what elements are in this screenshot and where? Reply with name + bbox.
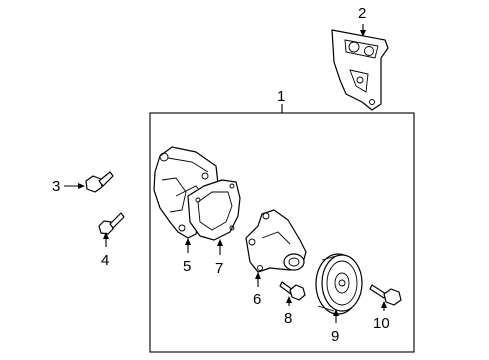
callout-6: 6 <box>253 291 261 308</box>
water-pump-icon <box>245 209 307 273</box>
callout-3: 3 <box>52 178 60 195</box>
callout-2: 2 <box>358 5 366 22</box>
callout-7: 7 <box>215 260 223 277</box>
pulley-icon <box>315 253 363 315</box>
bolt-icon-10 <box>369 284 402 306</box>
callout-9: 9 <box>331 328 339 345</box>
gasket-icon <box>187 179 241 241</box>
callout-4: 4 <box>101 252 109 269</box>
bolt-icon-4 <box>98 212 125 235</box>
callout-10: 10 <box>373 315 390 332</box>
bolt-icon-3 <box>85 171 114 193</box>
bracket-icon <box>331 29 389 111</box>
callout-1: 1 <box>277 88 285 105</box>
callout-5: 5 <box>183 258 191 275</box>
callout-8: 8 <box>284 310 292 327</box>
pump-housing-icon <box>153 146 219 239</box>
bolt-icon-8 <box>279 281 306 301</box>
